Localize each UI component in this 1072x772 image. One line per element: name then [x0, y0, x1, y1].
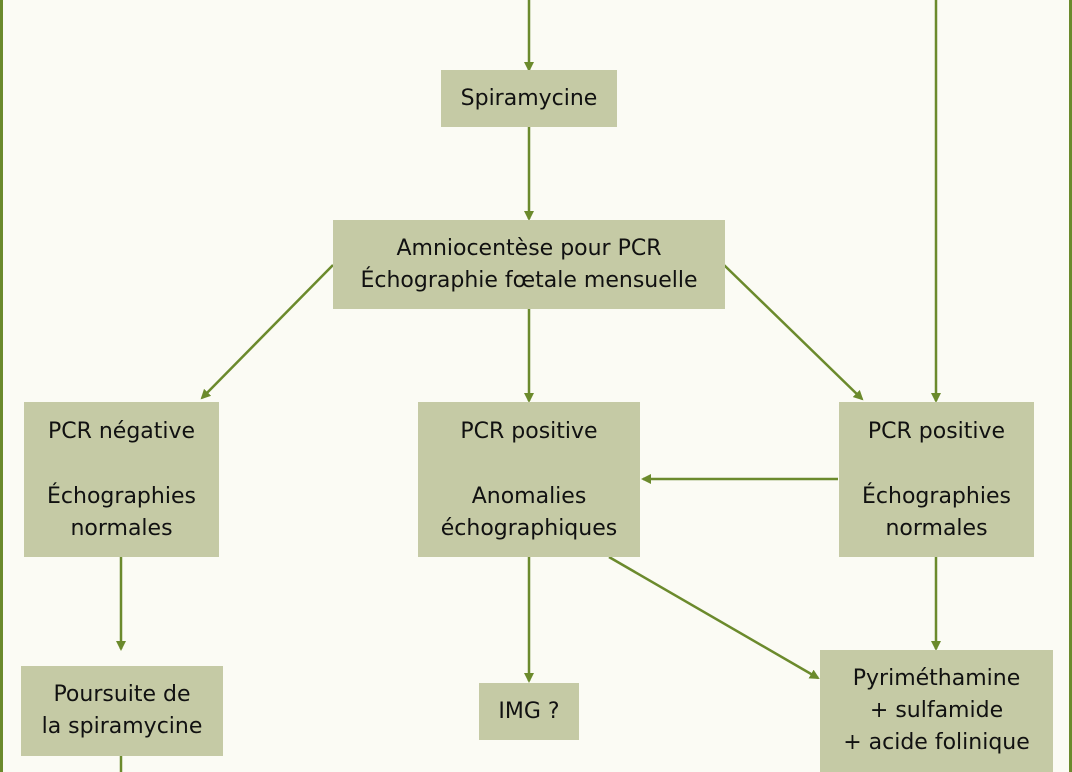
node-spiramycine-line-1: Spiramycine — [460, 85, 598, 111]
node-spiramycine: Spiramycine — [441, 70, 617, 127]
node-pcr-positive-normales: PCR positive Échographies normales — [839, 402, 1034, 557]
node-img-line-1: IMG ? — [498, 698, 560, 724]
node-poursuite-spiramycine: Poursuite de la spiramycine — [21, 666, 223, 756]
node-img: IMG ? — [479, 683, 579, 740]
node-pyrimethamine-line-1: Pyriméthamine — [852, 666, 1021, 691]
node-pcr-positive-anomalies-title: PCR positive — [460, 419, 598, 444]
node-pyrimethamine-line-2: + sulfamide — [869, 698, 1004, 723]
node-pcr-negative-line-1: Échographies — [47, 484, 196, 509]
node-poursuite-line-1: Poursuite de — [53, 682, 191, 707]
node-amniocentese: Amniocentèse pour PCR Échographie fœtale… — [333, 220, 725, 309]
node-pcr-negative: PCR négative Échographies normales — [24, 402, 219, 557]
arrow-anomalies-to-pyrimethamine — [608, 555, 820, 680]
node-pyrimethamine: Pyriméthamine + sulfamide + acide folini… — [820, 650, 1053, 772]
node-pcr-positive-anomalies-line-2: échographiques — [440, 516, 618, 541]
node-amniocentese-line-2: Échographie fœtale mensuelle — [360, 267, 698, 293]
node-pcr-positive-anomalies-line-1: Anomalies — [471, 484, 587, 509]
node-pcr-negative-line-2: normales — [70, 516, 173, 541]
node-poursuite-line-2: la spiramycine — [41, 714, 203, 739]
node-pcr-positive-normales-line-1: Échographies — [862, 484, 1011, 509]
node-pcr-positive-normales-line-2: normales — [885, 516, 988, 541]
arrow-amniocentese-to-pcr-negative — [200, 264, 334, 400]
node-pcr-negative-title: PCR négative — [47, 419, 196, 444]
node-pyrimethamine-line-3: + acide folinique — [843, 730, 1030, 755]
node-pcr-positive-normales-title: PCR positive — [867, 419, 1006, 444]
node-pcr-positive-anomalies: PCR positive Anomalies échographiques — [418, 402, 640, 557]
arrow-amniocentese-to-pcr-positive-normales — [723, 264, 864, 401]
node-amniocentese-line-1: Amniocentèse pour PCR — [396, 235, 662, 261]
